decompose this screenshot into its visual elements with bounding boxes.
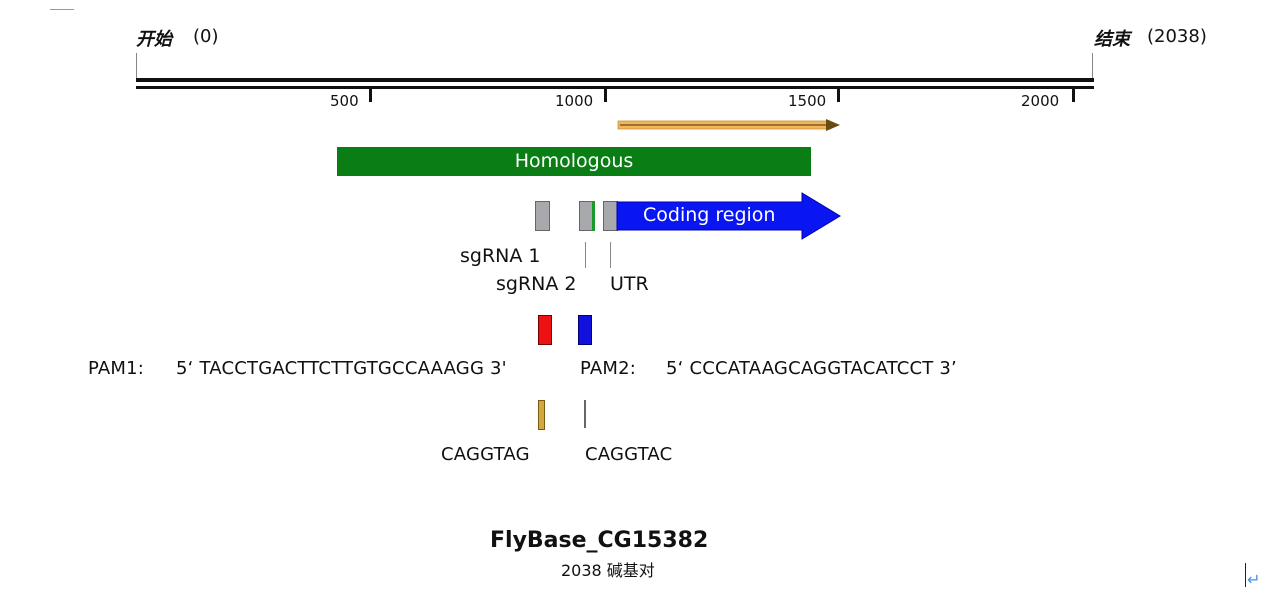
pam2-label: PAM2:: [580, 358, 637, 379]
coding-region-label: Coding region: [643, 204, 776, 226]
tick-1500: [837, 89, 840, 102]
seq2-marker: [584, 400, 586, 428]
sgrna1-label: sgRNA 1: [460, 245, 541, 267]
tick-label-500: 500: [330, 92, 359, 110]
pam1-label: PAM1:: [88, 358, 145, 379]
tick-1000: [604, 89, 607, 102]
utr-label: UTR: [610, 273, 649, 295]
sgrna1-box: [535, 201, 550, 231]
tick-label-1500: 1500: [788, 92, 827, 110]
tick-label-1000: 1000: [555, 92, 594, 110]
pam2-sequence: 5‘ CCCATAAGCAGGTACATCCT 3’: [666, 358, 957, 379]
map-subtitle: 2038 碱基对: [561, 561, 655, 580]
end-coord: (2038): [1147, 26, 1207, 47]
sgrna2-label: sgRNA 2: [496, 273, 577, 295]
tick-2000: [1072, 89, 1075, 102]
map-title: FlyBase_CG15382: [490, 528, 709, 553]
pam2-box: [578, 315, 592, 345]
homologous-bar: Homologous: [337, 147, 811, 176]
end-label: 结束: [1094, 29, 1130, 50]
text-cursor: [1245, 563, 1246, 587]
tick-500: [369, 89, 372, 102]
orange-arrow: [617, 119, 840, 131]
pam1-box: [538, 315, 552, 345]
green-marker: [592, 201, 595, 231]
sgrna2-box: [579, 201, 593, 231]
corner-dash: [50, 9, 74, 10]
start-coord: (0): [193, 26, 219, 47]
return-icon: ↵: [1247, 570, 1261, 589]
homologous-label: Homologous: [514, 150, 634, 172]
ruler-start-tick: [136, 53, 137, 81]
seq1-marker: [538, 400, 545, 430]
utr-leader: [610, 242, 611, 268]
seq2-label: CAGGTAC: [585, 444, 673, 465]
start-label: 开始: [136, 29, 172, 50]
coding-region-arrow: [616, 192, 841, 240]
ruler-bar-lower: [136, 86, 1094, 89]
pam1-sequence: 5‘ TACCTGACTTCTTGTGCCAAAGG 3': [176, 358, 507, 379]
sgrna2-leader: [585, 242, 586, 268]
tick-label-2000: 2000: [1021, 92, 1060, 110]
ruler-bar: [136, 78, 1094, 82]
ruler-end-tick: [1092, 53, 1093, 81]
seq1-label: CAGGTAG: [441, 444, 530, 465]
